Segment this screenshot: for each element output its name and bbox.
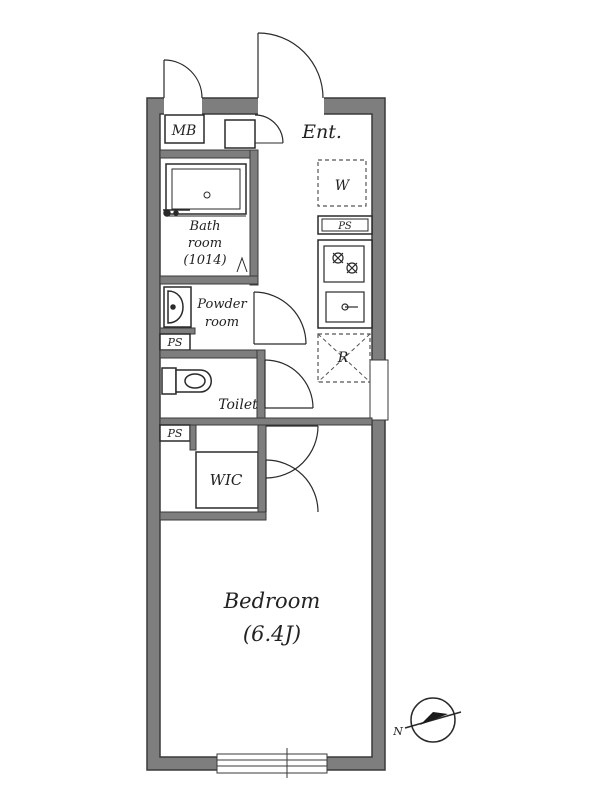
ps-kitchen-box	[317, 215, 373, 235]
wic-door	[265, 459, 319, 513]
powder-room-wall-bottom	[159, 327, 196, 335]
washer-space	[317, 159, 367, 207]
bathtub-drain	[203, 191, 211, 199]
bath-label-line3: (1014)	[183, 253, 226, 268]
bedroom-label-line2: (6.4J)	[243, 622, 301, 646]
stove-icon	[323, 245, 365, 283]
powder-room-door	[253, 291, 307, 345]
wic-label: WIC	[210, 471, 243, 489]
bedroom-door	[265, 425, 319, 479]
mb-box	[164, 114, 205, 144]
sink-icon	[325, 291, 365, 323]
bath-label-line2: room	[188, 236, 222, 251]
shower-fixture-icon	[163, 209, 190, 217]
powder-label-line1: Powder	[196, 297, 247, 312]
washbasin	[163, 286, 192, 328]
bath-label-line1: Bath	[189, 219, 221, 234]
wall-bath-top	[159, 149, 259, 159]
bathtub	[165, 163, 247, 215]
wall-wic-side	[189, 424, 197, 451]
wall-bath-right	[249, 149, 259, 286]
toilet-fixture	[161, 367, 212, 395]
wall-wic-right	[257, 424, 267, 518]
mb-door-opening	[164, 95, 202, 115]
toilet-door	[264, 359, 314, 409]
fridge-label: R	[337, 350, 349, 366]
washer-label: W	[335, 178, 351, 194]
wall-toilet-wic	[159, 417, 373, 426]
wall-powder-toilet	[159, 349, 266, 359]
entrance-step	[224, 119, 256, 149]
fridge-space	[317, 333, 371, 383]
window-bottom	[216, 753, 328, 774]
ps-powder-label: PS	[167, 336, 183, 349]
toilet-label: Toilet	[218, 397, 258, 413]
compass: N	[392, 697, 462, 743]
bedroom-label-line1: Bedroom	[223, 589, 321, 613]
mb-door	[163, 59, 203, 99]
entrance-door-opening	[258, 95, 324, 115]
mb-label: MB	[171, 123, 197, 139]
compass-needle-icon	[420, 712, 448, 725]
entrance-label: Ent.	[301, 121, 342, 143]
wall-wic-bottom	[159, 511, 267, 521]
entrance-door	[257, 32, 324, 99]
compass-north-label: N	[392, 725, 403, 738]
ps-kitchen-label: PS	[337, 221, 352, 232]
wall-bath-bottom	[159, 275, 259, 285]
window-right	[369, 359, 389, 421]
ps-wic-label: PS	[167, 427, 183, 440]
powder-label-line2: room	[205, 315, 239, 330]
kitchen-counter	[317, 239, 373, 329]
wall-toilet-right	[256, 349, 266, 421]
